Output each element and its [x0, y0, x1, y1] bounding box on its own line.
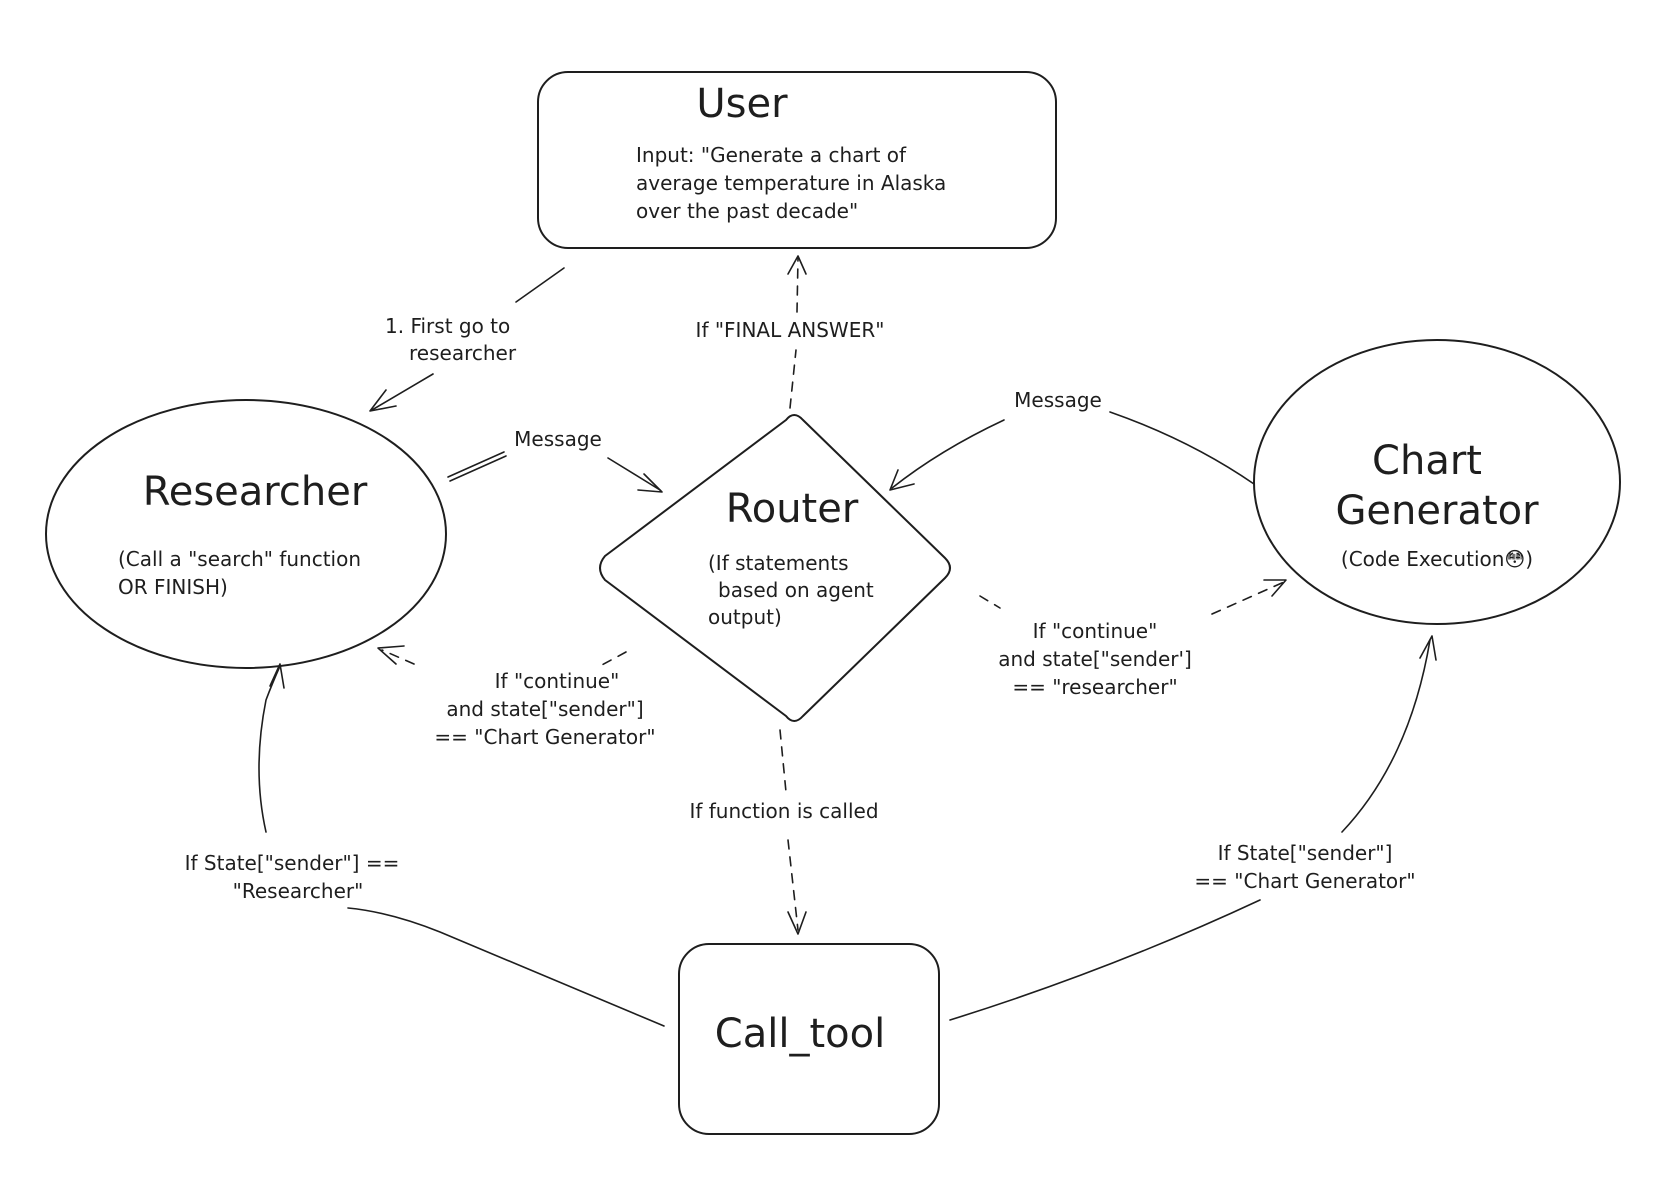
router-body-line-3: output): [708, 605, 782, 629]
edge-router-to-researcher-label-2: and state["sender"]: [446, 697, 643, 721]
edge-call-tool-to-chart-arrowhead: [1419, 635, 1437, 661]
edge-router-to-call-tool: If function is called: [689, 729, 879, 935]
chart-generator-body: (Code Execution😳): [1341, 547, 1533, 571]
router-body-line-1: (If statements: [708, 551, 849, 575]
edge-user-to-researcher-label-1: 1. First go to: [385, 314, 510, 338]
edge-user-to-researcher-line-a: [515, 267, 565, 303]
edge-router-to-user-line-b: [796, 257, 799, 313]
user-node: User Input: "Generate a chart of average…: [537, 71, 1057, 249]
edge-call-tool-to-chart-line-a: [949, 899, 1261, 1021]
edge-router-to-researcher-line-a: [599, 651, 627, 667]
edge-router-to-chart-label-3: == "researcher": [1012, 675, 1177, 699]
user-input-line-1: Input: "Generate a chart of: [636, 143, 907, 167]
edge-call-tool-to-chart: If State["sender"] == "Chart Generator": [949, 635, 1437, 1021]
edge-user-to-researcher-label-2: researcher: [409, 341, 517, 365]
router-title: Router: [726, 486, 859, 532]
router-body-line-2: based on agent: [718, 578, 874, 602]
edge-call-tool-to-researcher-line-b: [258, 665, 281, 833]
chart-generator-title-line-1: Chart: [1372, 438, 1482, 484]
edge-chart-to-router-line-a: [1109, 411, 1255, 485]
edge-user-to-researcher: 1. First go to researcher: [369, 267, 565, 412]
edge-call-tool-to-researcher-line-a: [347, 907, 665, 1027]
edge-router-to-user: If "FINAL ANSWER": [696, 255, 885, 409]
edge-router-to-researcher-label-1: If "continue": [495, 669, 620, 693]
researcher-node: Researcher (Call a "search" function OR …: [45, 399, 447, 669]
edge-researcher-to-router-arrowhead: [637, 473, 663, 493]
edge-router-to-call-tool-line-b: [787, 839, 799, 931]
edge-router-to-researcher-arrowhead: [377, 645, 405, 665]
edge-router-to-call-tool-line-a: [779, 729, 787, 793]
edge-router-to-chart-line-b: [1211, 581, 1285, 615]
edge-call-tool-to-chart-line-b: [1341, 639, 1431, 833]
call-tool-node: Call_tool: [678, 943, 940, 1135]
edge-router-to-user-arrowhead: [787, 255, 807, 275]
edge-researcher-to-router-line-b: [449, 455, 507, 482]
edge-call-tool-to-researcher-arrowhead: [269, 663, 285, 689]
edge-router-to-researcher-label-3: == "Chart Generator": [434, 725, 655, 749]
edge-call-tool-to-researcher-label-1: If State["sender"] ==: [185, 851, 400, 875]
researcher-title: Researcher: [143, 469, 368, 515]
edge-user-to-researcher-arrowhead: [369, 389, 397, 412]
researcher-body-line-2: OR FINISH): [118, 575, 228, 599]
user-input-line-2: average temperature in Alaska: [636, 171, 946, 195]
edge-researcher-to-router: Message: [447, 427, 663, 493]
edge-chart-to-router-arrowhead: [889, 469, 915, 491]
edge-router-to-chart-label-1: If "continue": [1033, 619, 1158, 643]
user-title: User: [696, 81, 788, 127]
edge-router-to-call-tool-label: If function is called: [689, 799, 878, 823]
router-diamond: [599, 414, 951, 722]
edge-router-to-chart-arrowhead: [1263, 579, 1287, 597]
edge-researcher-to-router-line-c: [607, 457, 661, 491]
edge-chart-to-router: Message: [889, 388, 1255, 491]
chart-generator-ellipse: [1253, 339, 1621, 625]
edge-router-to-chart-line-a: [979, 595, 1001, 609]
chart-generator-node: Chart Generator (Code Execution😳): [1253, 339, 1621, 625]
call-tool-box: [678, 943, 940, 1135]
researcher-body-line-1: (Call a "search" function: [118, 547, 361, 571]
call-tool-title: Call_tool: [715, 1011, 885, 1057]
edge-user-to-researcher-line-b: [371, 373, 434, 411]
edge-router-to-chart: If "continue" and state["sender'] == "re…: [979, 579, 1287, 699]
edge-router-to-user-line-a: [789, 349, 797, 409]
edge-router-to-researcher: If "continue" and state["sender"] == "Ch…: [377, 645, 656, 749]
edge-call-tool-to-chart-label-2: == "Chart Generator": [1194, 869, 1415, 893]
edge-router-to-chart-label-2: and state["sender']: [998, 647, 1192, 671]
router-node: Router (If statements based on agent out…: [599, 414, 951, 722]
edge-chart-to-router-label: Message: [1014, 388, 1102, 412]
edge-chart-to-router-line-b: [891, 419, 1005, 489]
user-input-line-3: over the past decade": [636, 199, 858, 223]
edge-researcher-to-router-line-a: [447, 451, 505, 478]
chart-generator-title-line-2: Generator: [1335, 488, 1539, 534]
edge-router-to-call-tool-arrowhead: [787, 911, 807, 935]
edge-call-tool-to-chart-label-1: If State["sender"]: [1218, 841, 1393, 865]
edge-router-to-user-label: If "FINAL ANSWER": [696, 318, 885, 342]
researcher-ellipse: [45, 399, 447, 669]
user-box: [537, 71, 1057, 249]
edge-researcher-to-router-label: Message: [514, 427, 602, 451]
edge-router-to-researcher-line-b: [381, 649, 415, 665]
edge-call-tool-to-researcher: If State["sender"] == "Researcher": [185, 663, 665, 1027]
edge-call-tool-to-researcher-label-2: "Researcher": [233, 879, 364, 903]
